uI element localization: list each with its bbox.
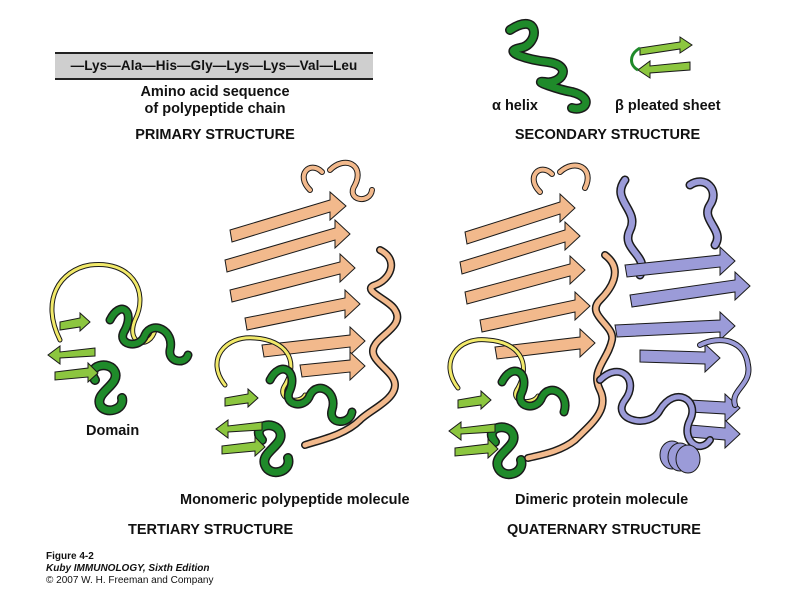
monomer-illustration xyxy=(214,159,402,478)
primary-structure-title: PRIMARY STRUCTURE xyxy=(135,127,295,143)
alpha-helix-label: α helix xyxy=(492,98,538,114)
amino-acid-sequence-bar: —Lys—Ala—His—Gly—Lys—Lys—Val—Leu xyxy=(55,52,373,80)
beta-sheet-label: β pleated sheet xyxy=(615,98,721,114)
amino-acid-sequence: —Lys—Ala—His—Gly—Lys—Lys—Val—Leu xyxy=(70,58,358,73)
tertiary-structure-title: TERTIARY STRUCTURE xyxy=(128,522,294,538)
sequence-caption-line2: of polypeptide chain xyxy=(144,101,286,117)
book-title: Kuby IMMUNOLOGY, Sixth Edition xyxy=(46,563,210,574)
quaternary-structure-title: QUATERNARY STRUCTURE xyxy=(507,522,701,538)
sequence-caption: Amino acid sequence of polypeptide chain xyxy=(110,84,320,118)
figure-number: Figure 4-2 xyxy=(46,551,94,562)
alpha-helix-illustration xyxy=(505,18,591,114)
figure-caption: Figure 4-2 Kuby IMMUNOLOGY, Sixth Editio… xyxy=(46,551,213,587)
dimer-lavender-chain xyxy=(596,175,752,474)
domain-illustration xyxy=(47,261,193,416)
domain-label: Domain xyxy=(86,423,140,439)
secondary-structure-title: SECONDARY STRUCTURE xyxy=(514,127,701,143)
dimer-label: Dimeric protein molecule xyxy=(515,492,689,508)
monomer-label: Monomeric polypeptide molecule xyxy=(180,492,410,508)
dimer-peach-chain xyxy=(447,162,619,480)
beta-sheet-illustration xyxy=(630,36,693,79)
copyright-line: © 2007 W. H. Freeman and Company xyxy=(46,575,214,586)
sequence-caption-line1: Amino acid sequence xyxy=(140,84,290,100)
